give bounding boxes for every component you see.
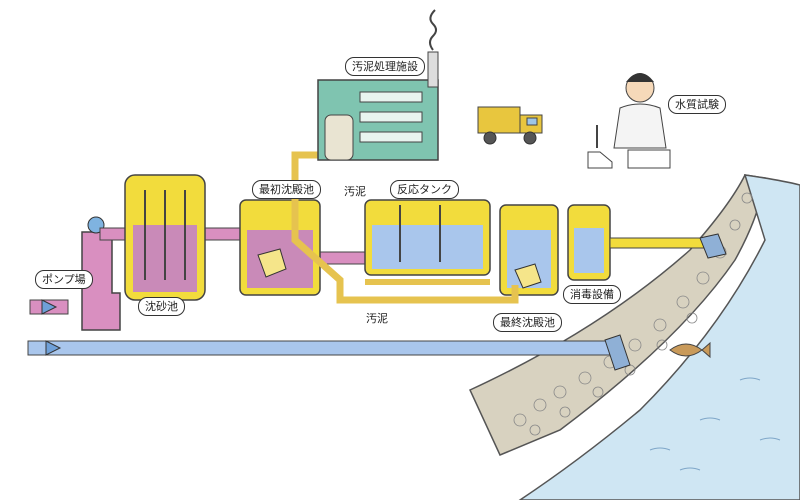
reaction-tank-aerators [399, 205, 441, 262]
stone-pattern [513, 192, 753, 436]
river [518, 174, 800, 500]
dump-truck-icon [477, 106, 543, 145]
disinfection-water [574, 228, 604, 273]
treated-water-outfall [699, 233, 727, 259]
label-pump-station: ポンプ場 [35, 270, 93, 289]
label-disinfection-equipment: 消毒設備 [563, 285, 621, 304]
river-ripples [649, 377, 781, 471]
chimney [427, 51, 439, 88]
label-final-settling-tank: 最終沈殿池 [493, 313, 562, 332]
pump-station [81, 231, 121, 331]
final-settling-scraper-icon [514, 263, 542, 289]
sludge-pipe [291, 151, 519, 304]
scientist-icon [587, 73, 671, 169]
label-sludge-bottom: 汚泥 [366, 312, 388, 325]
stormwater-pipe [27, 340, 619, 356]
sludge-digester-tank [324, 114, 354, 161]
fish-icon [669, 341, 711, 359]
grit-chamber-screens [144, 190, 186, 280]
stormwater-arrow-icon [45, 340, 62, 356]
sewage-inlet-arrow-icon [41, 299, 58, 315]
reaction-tank-water [372, 225, 483, 269]
treated-water-pipe [609, 237, 711, 249]
label-reaction-tank: 反応タンク [390, 180, 459, 199]
label-grit-chamber: 沈砂池 [138, 297, 185, 316]
building-windows [359, 91, 423, 143]
label-first-settling-tank: 最初沈殿池 [252, 180, 321, 199]
label-sludge-treatment-facility: 汚泥処理施設 [345, 57, 425, 76]
label-water-quality-test: 水質試験 [668, 95, 726, 114]
stormwater-outfall [604, 334, 631, 371]
label-sludge-top: 汚泥 [344, 185, 366, 198]
smoke [429, 9, 437, 51]
first-settling-scraper-icon [257, 248, 287, 278]
